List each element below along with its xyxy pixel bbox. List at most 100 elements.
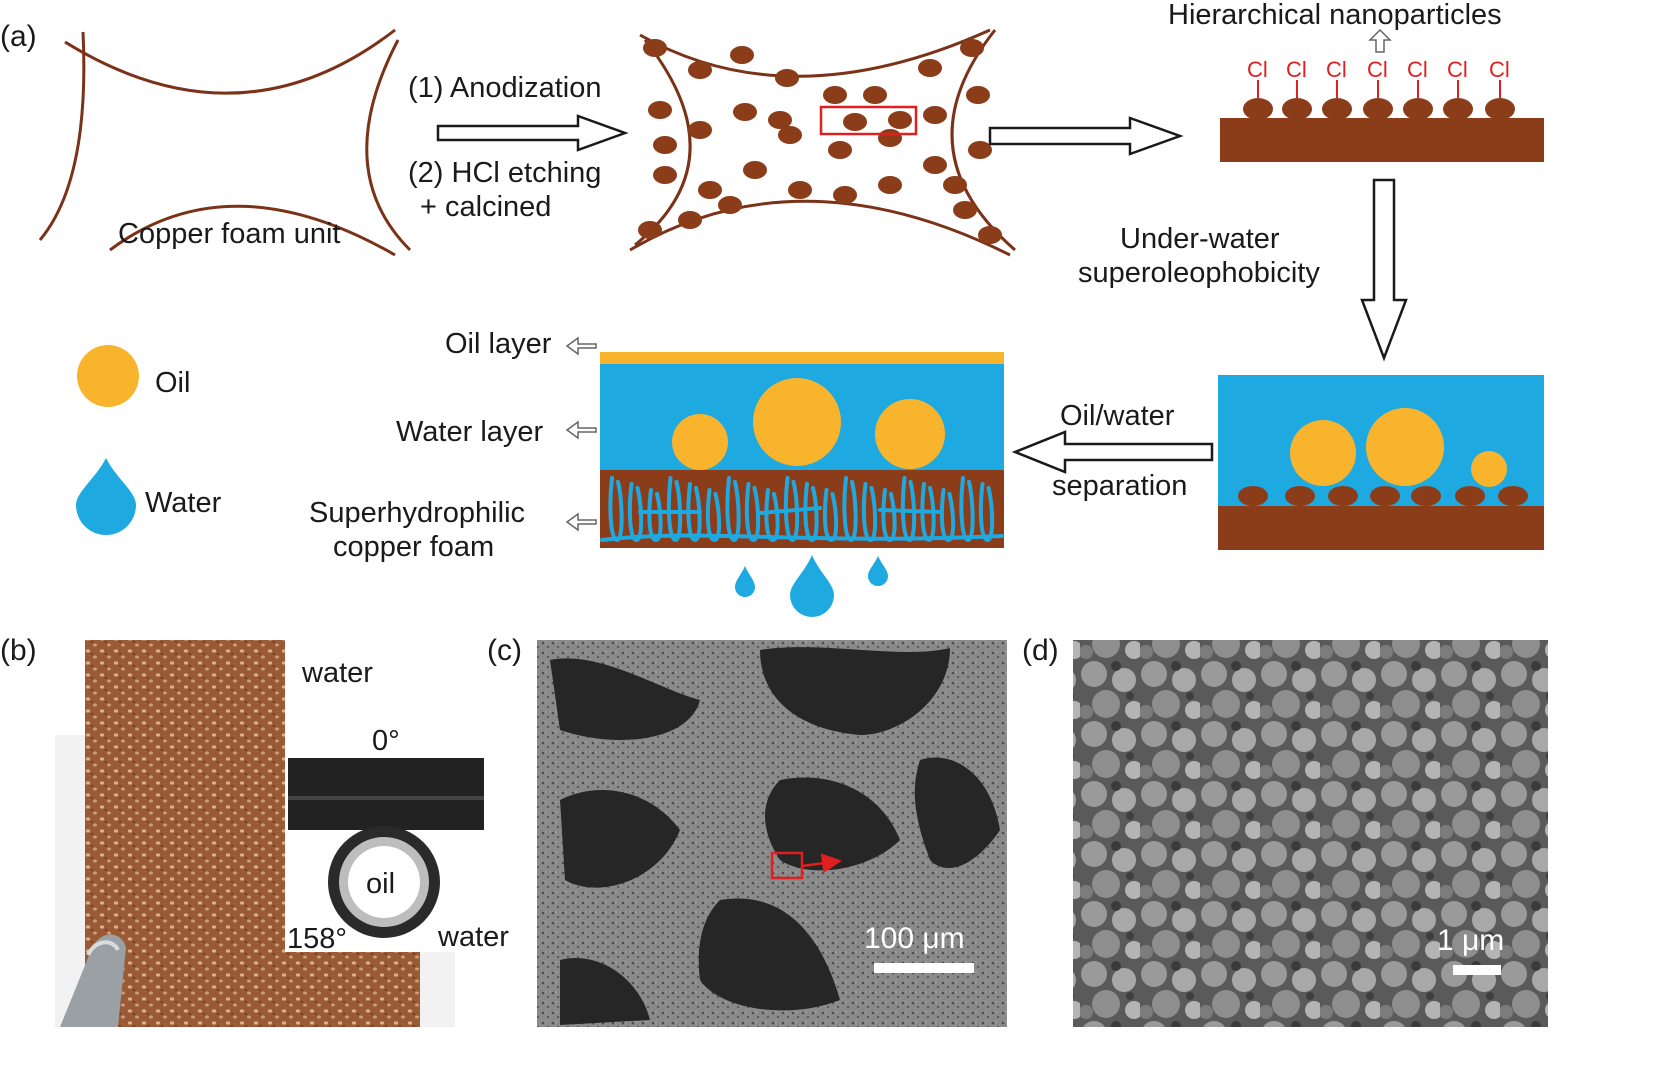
- superhydrophilic-label: Superhydrophilic: [309, 497, 525, 529]
- contact-angle-0: 0°: [372, 725, 400, 757]
- water-drop-icon: [76, 458, 136, 535]
- nanoparticle: [1328, 486, 1358, 506]
- water-label-bottom: water: [437, 921, 509, 953]
- nanoparticle: [878, 176, 902, 194]
- underwater-surface-diagram: [1218, 375, 1544, 550]
- panel-c-label: (c): [487, 634, 522, 667]
- step-hcl-etching-label: (2) HCl etching: [408, 157, 601, 189]
- chloride-label: Cl: [1286, 57, 1307, 82]
- nanoparticle: [1282, 98, 1312, 120]
- nanoparticle: [648, 101, 672, 119]
- nanoparticle: [943, 176, 967, 194]
- separation-schematic: [600, 352, 1004, 617]
- oil-layer-label: Oil layer: [445, 328, 552, 360]
- fiber-base: [600, 533, 1004, 542]
- pointer-arrow-icon: [1368, 28, 1392, 53]
- highlight-box: [819, 105, 918, 136]
- nanoparticle: [966, 86, 990, 104]
- nanoparticle: [1322, 98, 1352, 120]
- nanoparticle: [718, 196, 742, 214]
- chloride-label: Cl: [1489, 57, 1510, 82]
- underwater-label-1: Under-water: [1120, 223, 1280, 255]
- hierarchical-nanoparticles-label: Hierarchical nanoparticles: [1168, 0, 1502, 31]
- copper-foam-photo: [55, 640, 455, 1027]
- step-anodization-label: (1) Anodization: [408, 72, 601, 104]
- water-drop-icon: [868, 556, 888, 586]
- chloride-label: Cl: [1247, 57, 1268, 82]
- water-label-top: water: [301, 657, 373, 689]
- scale-bar-c: [874, 963, 974, 973]
- panel-a-label: (a): [0, 20, 37, 53]
- nanoparticle: [653, 166, 677, 184]
- contact-angle-158: 158°: [287, 923, 347, 955]
- nanoparticle: [923, 106, 947, 124]
- nanoparticle: [968, 141, 992, 159]
- nanoparticle: [653, 136, 677, 154]
- nanoparticle: [888, 111, 912, 129]
- treated-foam-unit-diagram: [629, 28, 1016, 257]
- copper-foam-unit-diagram: [38, 28, 412, 257]
- nanoparticle: [923, 156, 947, 174]
- nanoparticle: [688, 121, 712, 139]
- copper-foam-unit-label: Copper foam unit: [118, 218, 340, 250]
- nanoparticle: [775, 69, 799, 87]
- fiber-cross: [638, 506, 942, 515]
- step-calcined-label: + calcined: [420, 191, 551, 223]
- nanoparticle: [698, 181, 722, 199]
- legend-oil-label: Oil: [155, 367, 190, 399]
- separation-label-1: Oil/water: [1060, 400, 1175, 432]
- nanoparticle: [733, 103, 757, 121]
- sem-image-foam: [537, 640, 1007, 1027]
- process-arrow-down: [1360, 178, 1408, 362]
- nanoparticle: [643, 39, 667, 57]
- chloride-label: Cl: [1447, 57, 1468, 82]
- process-arrow-1: [436, 114, 629, 152]
- nanoparticle: [1443, 98, 1473, 120]
- nanoparticle: [833, 186, 857, 204]
- water-layer-label: Water layer: [396, 416, 544, 448]
- nanoparticle: [828, 141, 852, 159]
- nanoparticle: [1455, 486, 1485, 506]
- nanoparticle: [1403, 98, 1433, 120]
- oil-droplet-icon: [77, 345, 139, 407]
- nanoparticle: [878, 129, 902, 147]
- nanoparticle: [823, 86, 847, 104]
- chloride-label: Cl: [1326, 57, 1347, 82]
- nanoparticle: [743, 161, 767, 179]
- nanoparticle: [678, 211, 702, 229]
- legend-water-label: Water: [145, 487, 222, 519]
- nanoparticle: [778, 126, 802, 144]
- nanoparticle: [730, 46, 754, 64]
- oil-label: oil: [366, 868, 395, 900]
- nanoparticle: [960, 39, 984, 57]
- nanoparticle: [788, 181, 812, 199]
- process-arrow-2: [988, 116, 1184, 156]
- nanoparticle-surface: Cl Cl Cl Cl Cl Cl Cl: [1220, 57, 1544, 162]
- panel-d-label: (d): [1022, 634, 1059, 667]
- copper-foam-label: copper foam: [333, 531, 494, 563]
- legend: Oil Water: [76, 345, 222, 535]
- nanoparticle: [863, 86, 887, 104]
- nanoparticle: [1370, 486, 1400, 506]
- underwater-label-2: superoleophobicity: [1078, 257, 1320, 289]
- scale-label-d: 1 μm: [1437, 924, 1504, 957]
- nanoparticle: [688, 61, 712, 79]
- water-drop-icon: [735, 566, 755, 597]
- nanoparticle: [918, 59, 942, 77]
- contact-angle-image: [288, 758, 484, 938]
- sem-image-nanoparticles: [1073, 640, 1548, 1027]
- pointer-arrow-icons: [565, 336, 597, 532]
- scale-bar-d: [1453, 965, 1501, 975]
- nanoparticle: [1411, 486, 1441, 506]
- scale-label-c: 100 μm: [864, 922, 965, 955]
- nanoparticle: [638, 221, 662, 239]
- chloride-label: Cl: [1367, 57, 1388, 82]
- nanoparticle: [843, 113, 867, 131]
- chloride-label: Cl: [1407, 57, 1428, 82]
- nanoparticle: [1285, 486, 1315, 506]
- process-arrow-left: [1011, 430, 1214, 474]
- water-drop-icon: [790, 555, 834, 617]
- nanoparticle: [978, 226, 1002, 244]
- nanoparticle: [1485, 98, 1515, 120]
